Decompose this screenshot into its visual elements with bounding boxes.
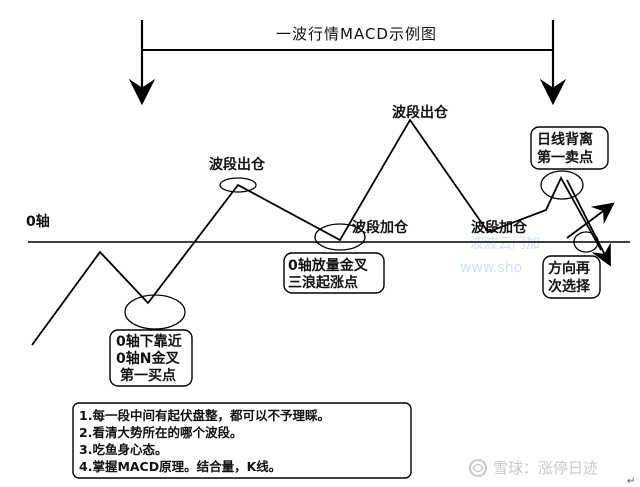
note-3: 3.吃鱼身心态。 (79, 442, 167, 457)
first-sell-line-2: 第一卖点 (537, 149, 593, 166)
first-sell-line-1: 日线背离 (537, 131, 593, 148)
third-wave-line-1: 0轴放量金叉 (288, 257, 369, 274)
third-wave-box: 0轴放量金叉 三浪起涨点 (283, 252, 385, 294)
first-sell-box: 日线背离 第一卖点 (530, 126, 609, 170)
direction-choice-ellipse (573, 231, 599, 253)
diagram-title: 一波行情MACD示例图 (276, 25, 437, 43)
exit-label-2: 波段出仓 (392, 104, 449, 121)
macd-wave-line (31, 118, 602, 346)
exit-point-1-ellipse (219, 177, 257, 193)
direction-line-2: 次选择 (548, 278, 591, 295)
zero-axis-label: 0轴 (26, 213, 50, 230)
add-label-1: 波段加仓 (352, 219, 409, 236)
third-wave-line-2: 三浪起涨点 (288, 274, 358, 291)
first-buy-line-1: 0轴下靠近 (116, 333, 182, 350)
return-mark-icon: ↵ (627, 476, 635, 487)
direction-line-1: 方向再 (548, 260, 590, 277)
first-buy-ellipse (124, 294, 186, 330)
third-wave-ellipse (314, 223, 366, 251)
add-label-2: 波段加仓 (471, 219, 528, 236)
note-1: 1.每一段中间有起伏盘整，都可以不予理睬。 (79, 408, 330, 423)
up-direction-arrow (566, 202, 615, 239)
first-buy-line-3: 第一买点 (120, 367, 176, 384)
exit-label-1: 波段出仓 (209, 156, 266, 173)
first-buy-line-2: 0轴N金叉 (116, 350, 180, 367)
first-sell-ellipse (540, 170, 584, 200)
faint-watermark-2: www.sho (460, 260, 522, 276)
snowball-logo-icon (469, 459, 487, 477)
down-direction-arrow (566, 179, 611, 267)
first-buy-box: 0轴下靠近 0轴N金叉 第一买点 (109, 329, 193, 387)
note-2: 2.看清大势所在的哪个波段。 (79, 425, 242, 440)
note-4: 4.掌握MACD原理。结合量，K线。 (79, 459, 281, 474)
brand-watermark: 雪球：涨停日迹 (493, 459, 598, 477)
notes-box: 1.每一段中间有起伏盘整，都可以不予理睬。 2.看清大势所在的哪个波段。 3.吃… (72, 402, 412, 479)
direction-box: 方向再 次选择 (542, 255, 601, 299)
title-background (268, 20, 446, 46)
faint-watermark-1: 波波云门加 (470, 236, 540, 252)
